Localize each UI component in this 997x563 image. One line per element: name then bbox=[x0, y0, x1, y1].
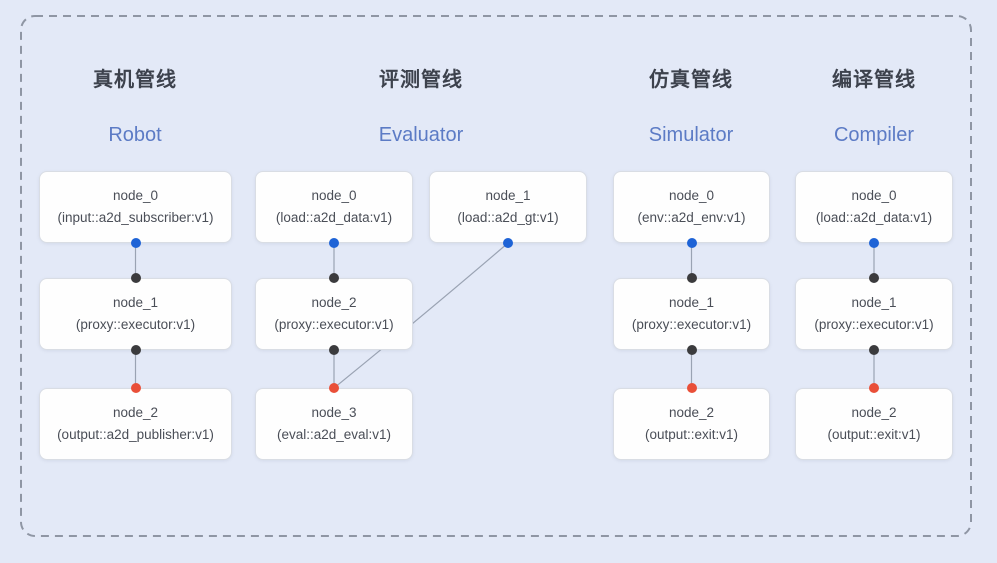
internal-port-dot bbox=[130, 345, 141, 355]
node-box-compiler-1: node_1 (proxy::executor:v1) bbox=[795, 278, 953, 350]
node-type: (env::a2d_env:v1) bbox=[637, 210, 746, 225]
node-type: (proxy::executor:v1) bbox=[274, 317, 394, 332]
node-type: (output::a2d_publisher:v1) bbox=[57, 427, 214, 442]
node-type: (proxy::executor:v1) bbox=[814, 317, 934, 332]
node-box-robot-2: node_2 (output::a2d_publisher:v1) bbox=[39, 388, 232, 460]
internal-port-dot bbox=[130, 273, 141, 283]
node-box-evaluator-1: node_1 (load::a2d_gt:v1) bbox=[429, 171, 587, 243]
node-box-simulator-0: node_0 (env::a2d_env:v1) bbox=[613, 171, 770, 243]
node-name: node_1 bbox=[485, 188, 531, 203]
output-port-dot bbox=[686, 383, 697, 393]
internal-port-dot bbox=[329, 273, 339, 283]
dashed-frame bbox=[20, 15, 972, 537]
pipeline-title-en-simulator: Simulator bbox=[648, 124, 734, 146]
internal-port-dot bbox=[869, 345, 879, 355]
node-type: (proxy::executor:v1) bbox=[75, 317, 196, 332]
node-name: node_0 bbox=[851, 188, 897, 203]
node-box-robot-0: node_0 (input::a2d_subscriber:v1) bbox=[39, 171, 232, 243]
node-type: (load::a2d_gt:v1) bbox=[457, 210, 559, 225]
output-port-dot bbox=[130, 383, 141, 393]
node-name: node_1 bbox=[851, 295, 897, 310]
pipeline-title-en-evaluator: Evaluator bbox=[378, 124, 464, 146]
node-box-simulator-1: node_1 (proxy::executor:v1) bbox=[613, 278, 770, 350]
pipeline-title-zh-evaluator: 评测管线 bbox=[379, 69, 463, 91]
node-box-simulator-2: node_2 (output::exit:v1) bbox=[613, 388, 770, 460]
node-name: node_0 bbox=[668, 188, 715, 203]
node-name: node_3 bbox=[311, 405, 357, 420]
node-name: node_2 bbox=[851, 405, 897, 420]
node-type: (input::a2d_subscriber:v1) bbox=[57, 210, 214, 225]
node-type: (proxy::executor:v1) bbox=[631, 317, 752, 332]
node-box-evaluator-2: node_2 (proxy::executor:v1) bbox=[255, 278, 413, 350]
edge-evaluator-n1-n3 bbox=[333, 242, 509, 389]
node-type: (output::exit:v1) bbox=[644, 427, 739, 442]
node-type: (load::a2d_data:v1) bbox=[275, 210, 393, 225]
node-name: node_2 bbox=[668, 405, 715, 420]
node-name: node_1 bbox=[668, 295, 715, 310]
internal-port-dot bbox=[869, 273, 879, 283]
node-name: node_2 bbox=[112, 405, 159, 420]
node-name: node_1 bbox=[112, 295, 159, 310]
node-box-evaluator-3: node_3 (eval::a2d_eval:v1) bbox=[255, 388, 413, 460]
pipeline-title-en-compiler: Compiler bbox=[833, 124, 915, 146]
node-box-compiler-0: node_0 (load::a2d_data:v1) bbox=[795, 171, 953, 243]
node-name: node_0 bbox=[112, 188, 159, 203]
node-box-compiler-2: node_2 (output::exit:v1) bbox=[795, 388, 953, 460]
input-port-dot bbox=[869, 238, 879, 248]
input-port-dot bbox=[686, 238, 697, 248]
output-port-dot bbox=[869, 383, 879, 393]
internal-port-dot bbox=[686, 273, 697, 283]
internal-port-dot bbox=[686, 345, 697, 355]
node-name: node_0 bbox=[311, 188, 357, 203]
node-type: (eval::a2d_eval:v1) bbox=[276, 427, 392, 442]
internal-port-dot bbox=[329, 345, 339, 355]
node-box-robot-1: node_1 (proxy::executor:v1) bbox=[39, 278, 232, 350]
output-port-dot bbox=[329, 383, 339, 393]
node-type: (output::exit:v1) bbox=[827, 427, 921, 442]
input-port-dot bbox=[329, 238, 339, 248]
pipeline-title-zh-simulator: 仿真管线 bbox=[649, 69, 733, 91]
pipeline-title-zh-robot: 真机管线 bbox=[93, 69, 177, 91]
node-name: node_2 bbox=[311, 295, 357, 310]
input-port-dot bbox=[503, 238, 513, 248]
node-box-evaluator-0: node_0 (load::a2d_data:v1) bbox=[255, 171, 413, 243]
pipeline-title-en-robot: Robot bbox=[108, 124, 162, 146]
input-port-dot bbox=[130, 238, 141, 248]
node-type: (load::a2d_data:v1) bbox=[815, 210, 933, 225]
pipeline-title-zh-compiler: 编译管线 bbox=[832, 69, 916, 91]
